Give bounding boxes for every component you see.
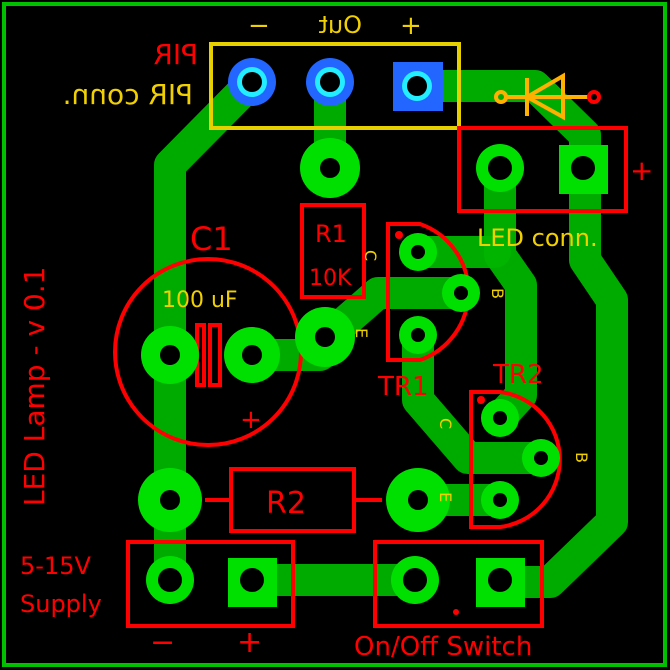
supply-label-line1: 5-15V <box>20 552 91 580</box>
r1-ref: R1 <box>315 220 347 248</box>
c1-value: 100 uF <box>162 288 238 313</box>
labels: PIR PIR conn. Out − + LED Lamp - v 0.1 L… <box>18 11 653 662</box>
supply-connector-outline <box>126 540 295 628</box>
r1-outline <box>300 203 366 299</box>
tr1-pin1-dot <box>395 231 403 239</box>
switch-outline <box>373 540 544 628</box>
supply-minus-label: − <box>150 625 175 660</box>
tr1-e-label: E <box>352 328 371 338</box>
supply-label-line2: Supply <box>20 590 102 618</box>
tr1-ref: TR1 <box>377 372 429 402</box>
c1-ref: C1 <box>190 220 233 258</box>
trace-pir-minus-to-supply <box>154 66 268 596</box>
trace-led-to-tr2-collector <box>484 152 537 434</box>
tr2-outline <box>469 390 562 529</box>
led-connector-outline <box>457 126 628 213</box>
pads <box>138 58 608 607</box>
board-title: LED Lamp - v 0.1 <box>18 267 51 506</box>
pir-plus-label: + <box>400 11 422 41</box>
switch-label: On/Off Switch <box>354 632 532 662</box>
pir-minus-label: − <box>248 11 270 41</box>
trace-pir-plus-to-switch <box>401 70 628 598</box>
tr1-c-label: C <box>361 250 380 261</box>
diode-icon <box>494 72 601 121</box>
c1-plus-label: + <box>240 405 262 435</box>
pir-label: PIR conn. <box>63 78 193 111</box>
c1-plate <box>208 323 222 387</box>
supply-plus-label: + <box>237 625 262 660</box>
led-plus-label: + <box>630 154 653 187</box>
r1-value: 10K <box>309 266 352 291</box>
r2-ref: R2 <box>266 486 306 521</box>
tr2-c-label: C <box>436 418 455 429</box>
pir-out-label: Out <box>318 11 362 39</box>
led-label: LED conn. <box>477 224 598 252</box>
drill-holes <box>158 72 595 592</box>
switch-pin1-dot <box>453 609 459 615</box>
tr2-b-label: B <box>572 452 591 463</box>
tr2-ref: TR2 <box>492 360 544 390</box>
tr2-pin1-dot <box>477 396 485 404</box>
pir-label-red: PIR <box>153 38 198 71</box>
tr2-e-label: E <box>436 492 455 502</box>
pir-connector-outline <box>209 42 461 130</box>
tr1-b-label: B <box>488 288 507 299</box>
trace-tr1-emitter-to-tr2-base <box>402 319 557 474</box>
